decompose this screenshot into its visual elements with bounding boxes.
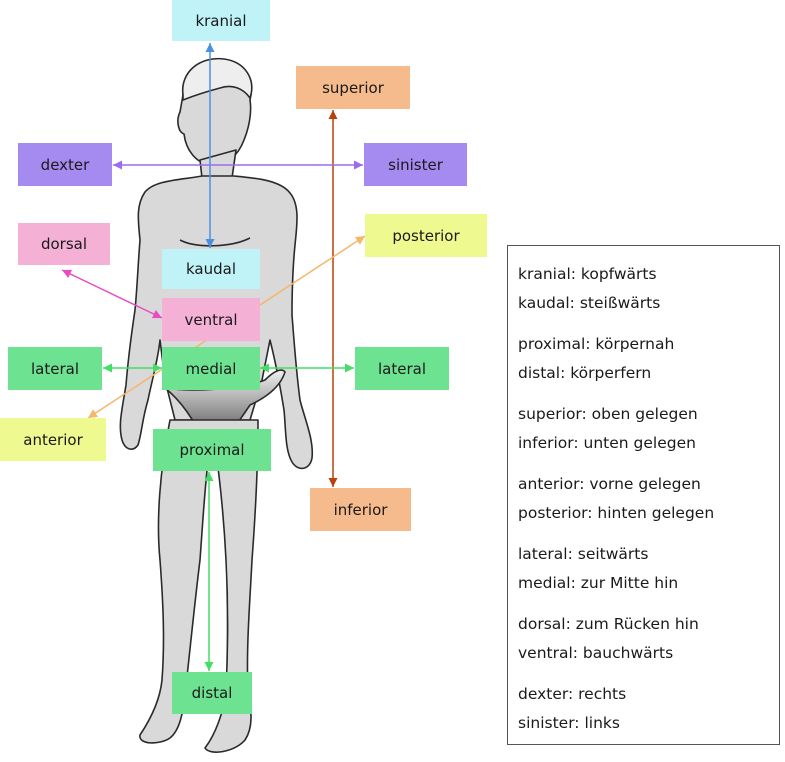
legend-row: inferior: unten gelegen bbox=[518, 434, 696, 452]
label-kranial: kranial bbox=[172, 0, 270, 41]
arrow-posterior-anterior-head-end bbox=[88, 409, 98, 418]
legend-row: superior: oben gelegen bbox=[518, 405, 698, 423]
label-kaudal: kaudal bbox=[162, 249, 260, 289]
arrow-proximal-distal-head-start bbox=[204, 472, 214, 481]
legend-row: medial: zur Mitte hin bbox=[518, 574, 679, 592]
label-dorsal: dorsal bbox=[18, 223, 110, 265]
label-proximal: proximal bbox=[153, 429, 271, 471]
legend-group: kranial: kopfwärts kaudal: steißwärts bbox=[518, 260, 779, 318]
legend-group: anterior: vorne gelegen posterior: hinten… bbox=[518, 470, 779, 528]
legend-row: distal: körperfern bbox=[518, 364, 652, 382]
label-distal: distal bbox=[172, 672, 252, 714]
legend-row: dexter: rechts bbox=[518, 685, 627, 703]
legend-row: ventral: bauchwärts bbox=[518, 644, 674, 662]
arrow-superior-inferior-head-end bbox=[328, 478, 338, 487]
label-ventral: ventral bbox=[162, 298, 260, 341]
legend-group: proximal: körpernah distal: körperfern bbox=[518, 330, 779, 388]
legend-group: superior: oben gelegen inferior: unten ge… bbox=[518, 400, 779, 458]
legend-row: proximal: körpernah bbox=[518, 335, 675, 353]
label-sinister: sinister bbox=[364, 143, 467, 186]
label-lateral-left: lateral bbox=[8, 347, 102, 390]
arrow-kranial-kaudal-head-end bbox=[205, 239, 215, 248]
arrow-dorsal-ventral bbox=[61, 269, 163, 319]
arrow-lateral-left-head-start bbox=[103, 363, 112, 373]
legend-box: kranial: kopfwärts kaudal: steißwärts prox… bbox=[507, 245, 780, 745]
figure-hair bbox=[182, 57, 253, 101]
arrow-lateral-right-head-end bbox=[345, 363, 354, 373]
label-anterior: anterior bbox=[0, 418, 106, 461]
legend-group: dexter: rechts sinister: links bbox=[518, 680, 779, 738]
label-inferior: inferior bbox=[310, 488, 411, 531]
figure-detail-chest bbox=[179, 237, 251, 247]
arrow-posterior-anterior-head-start bbox=[355, 236, 365, 245]
arrow-dexter-sinister-head-end bbox=[354, 160, 363, 170]
label-dexter: dexter bbox=[18, 143, 112, 186]
arrow-proximal-distal-head-end bbox=[204, 662, 214, 671]
label-lateral-right: lateral bbox=[355, 347, 449, 390]
legend-row: posterior: hinten gelegen bbox=[518, 504, 715, 522]
arrow-superior-inferior-head-start bbox=[328, 110, 338, 119]
label-medial: medial bbox=[162, 347, 260, 390]
legend-group: lateral: seitwärts medial: zur Mitte hin bbox=[518, 540, 779, 598]
human-figure bbox=[119, 57, 314, 753]
arrow-dorsal-ventral-head-start bbox=[62, 269, 73, 278]
legend-row: anterior: vorne gelegen bbox=[518, 475, 701, 493]
arrow-kranial-kaudal-head-start bbox=[205, 43, 215, 52]
label-posterior: posterior bbox=[365, 214, 487, 257]
legend-row: lateral: seitwärts bbox=[518, 545, 649, 563]
arrow-dexter-sinister-head-start bbox=[113, 160, 122, 170]
legend-row: kranial: kopfwärts bbox=[518, 265, 657, 283]
legend-row: dorsal: zum Rücken hin bbox=[518, 615, 699, 633]
legend-group: dorsal: zum Rücken hin ventral: bauchwärt… bbox=[518, 610, 779, 668]
legend-row: kaudal: steißwärts bbox=[518, 294, 661, 312]
legend-row: sinister: links bbox=[518, 714, 620, 732]
label-superior: superior bbox=[296, 66, 410, 109]
arrow-lateral-right-head-start bbox=[260, 363, 269, 373]
arrow-lateral-left-head-end bbox=[153, 363, 162, 373]
arrow-dorsal-ventral-head-end bbox=[151, 310, 162, 319]
